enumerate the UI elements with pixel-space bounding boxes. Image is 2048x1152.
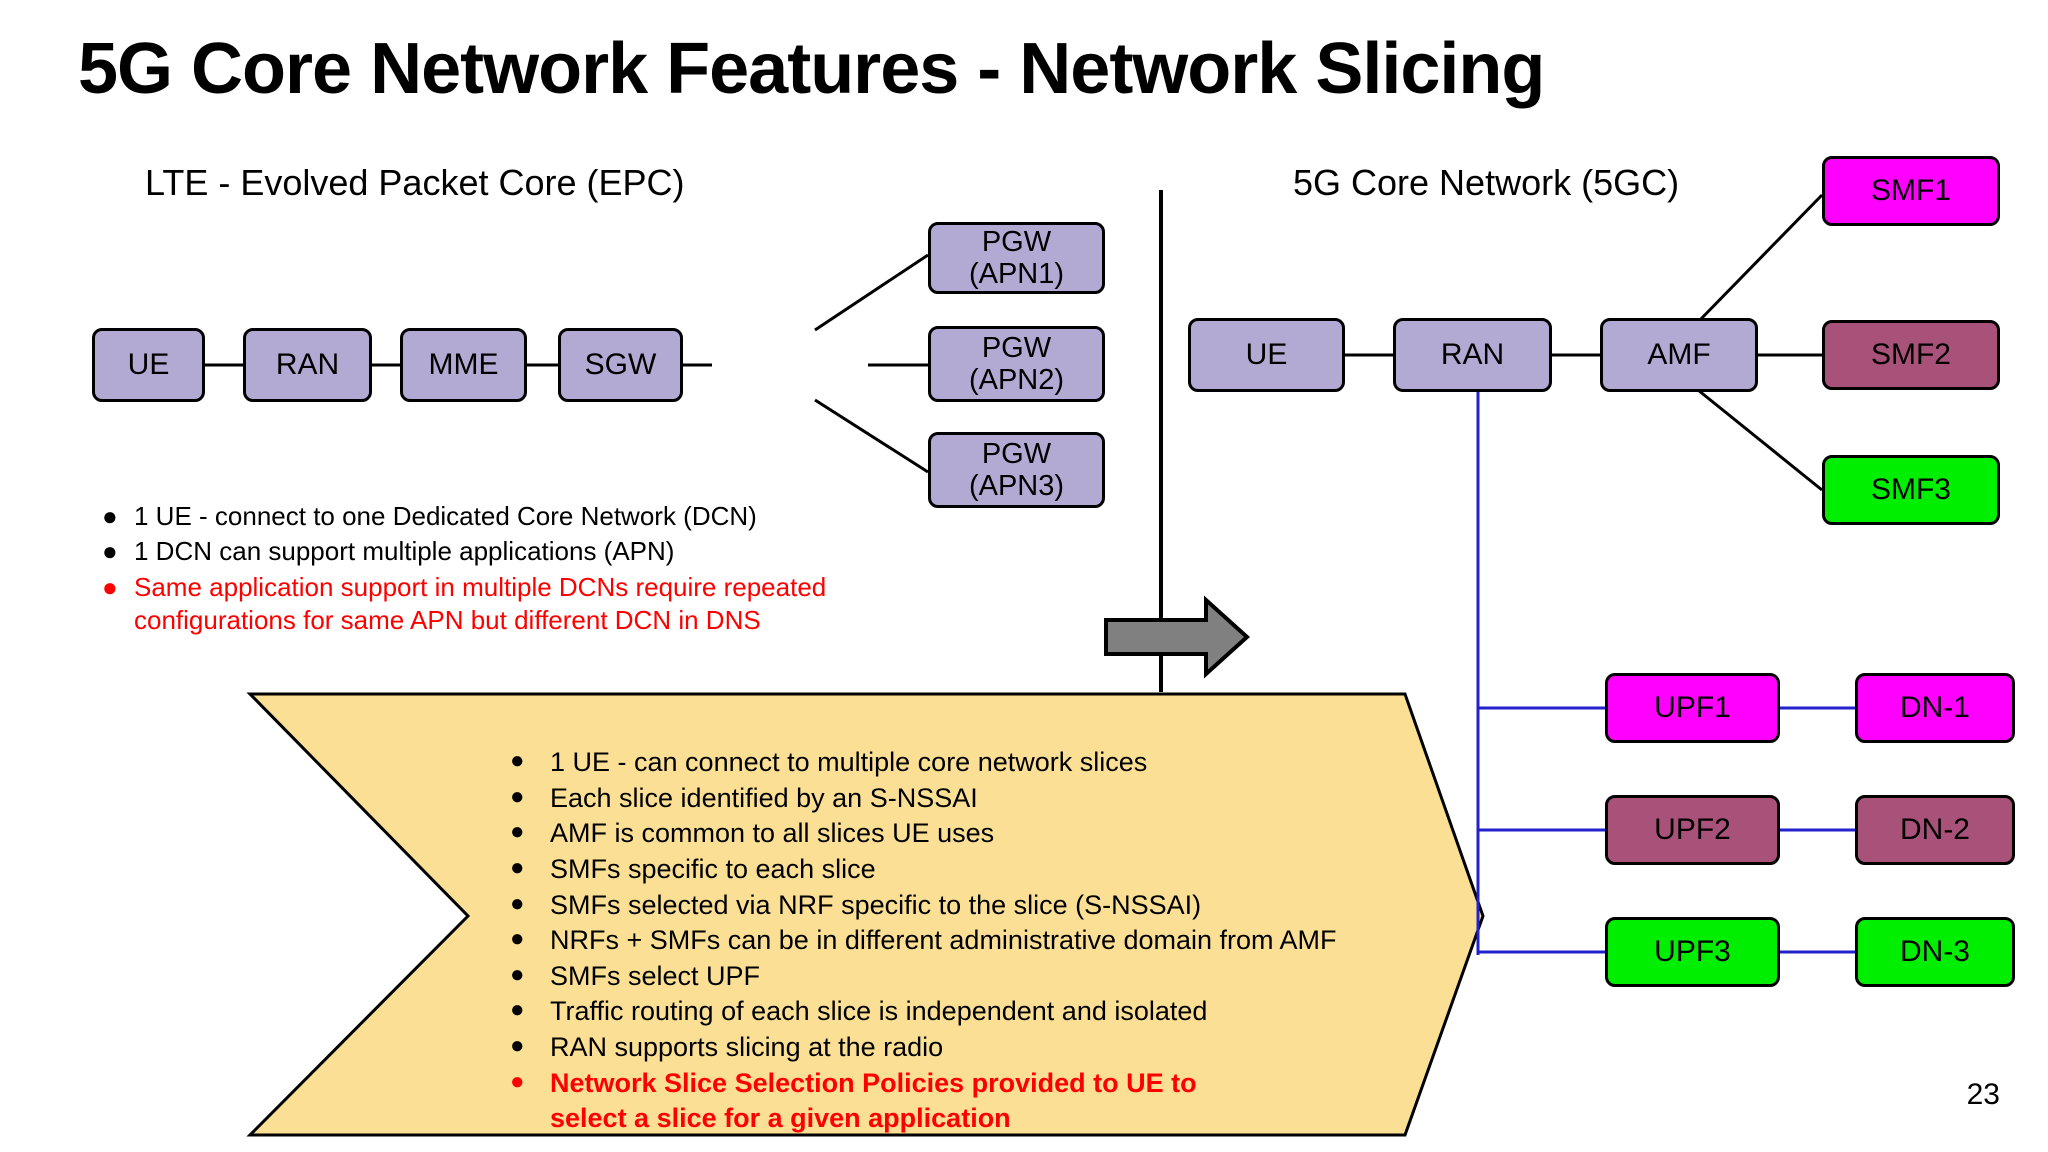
slice-bullet-item: ● SMFs select UPF: [500, 959, 1420, 995]
section-label-5gc: 5G Core Network (5GC): [1293, 162, 1680, 203]
epc-bullet-item: ● 1 DCN can support multiple applications…: [92, 535, 1022, 568]
node-sgw[interactable]: SGW: [558, 328, 683, 402]
slice-bullet-label: 1 UE - can connect to multiple core netw…: [550, 747, 1148, 777]
user-plane-connector-group: [1476, 392, 1855, 955]
epc-bullet-label: 1 DCN can support multiple applications …: [134, 536, 675, 567]
node-smf2[interactable]: SMF2: [1822, 320, 2000, 390]
node-pgw-apn1[interactable]: PGW (APN1): [928, 222, 1105, 294]
slide-title: 5G Core Network Features - Network Slici…: [78, 29, 1545, 109]
slice-bullet-label: NRFs + SMFs can be in different administ…: [550, 925, 1337, 956]
node-smf3[interactable]: SMF3: [1822, 455, 2000, 525]
slice-bullet-item: ● AMF is common to all slices UE uses: [500, 816, 1420, 852]
node-dn-3[interactable]: DN-3: [1855, 917, 2015, 987]
epc-connector-group: [205, 253, 929, 474]
bullet-dot-icon: ●: [510, 960, 525, 988]
node-upf3[interactable]: UPF3: [1605, 917, 1780, 987]
node-amf[interactable]: AMF: [1600, 318, 1758, 392]
slice-bullet-label: SMFs select UPF: [550, 960, 761, 991]
epc-bullet-label: Same application support in multiple DCN…: [134, 571, 827, 635]
transition-arrow: [1104, 595, 1250, 679]
slice-bullet-item: ● SMFs selected via NRF specific to the s…: [500, 888, 1420, 924]
slice-bullet-list: ● 1 UE - can connect to multiple core net…: [500, 745, 1420, 1137]
bullet-dot-icon: ●: [102, 536, 118, 567]
slice-bullet-label: AMF is common to all slices UE uses: [550, 818, 995, 849]
node-ran-5gc[interactable]: RAN: [1393, 318, 1552, 392]
slice-bullet-item: ● SMFs specific to each slice: [500, 852, 1420, 888]
slice-bullet-item: ● RAN supports slicing at the radio: [500, 1030, 1420, 1066]
bullet-dot-icon: ●: [510, 853, 525, 881]
slice-bullet-item: ● Network Slice Selection Policies provid…: [500, 1066, 1420, 1137]
epc-bullet-item: ● 1 UE - connect to one Dedicated Core Ne…: [92, 500, 1022, 533]
bullet-dot-icon: ●: [510, 1032, 525, 1059]
node-upf1[interactable]: UPF1: [1605, 673, 1780, 743]
node-ran-epc[interactable]: RAN: [243, 328, 372, 402]
epc-bullet-label: 1 UE - connect to one Dedicated Core Net…: [134, 501, 757, 531]
slice-bullet-item: ● Traffic routing of each slice is indepe…: [500, 994, 1420, 1030]
epc-bullet-list: ● 1 UE - connect to one Dedicated Core Ne…: [92, 500, 1022, 639]
epc-bullet-item: ● Same application support in multiple DC…: [92, 571, 1022, 638]
slice-bullet-label: SMFs specific to each slice: [550, 853, 876, 884]
bullet-dot-icon: ●: [510, 782, 525, 810]
slice-bullet-item: ● NRFs + SMFs can be in different adminis…: [500, 923, 1420, 959]
node-ue-5gc[interactable]: UE: [1188, 318, 1345, 392]
bullet-dot-icon: ●: [510, 747, 525, 774]
bullet-dot-icon: ●: [510, 818, 525, 846]
slice-bullet-label: Traffic routing of each slice is indepen…: [550, 996, 1208, 1027]
node-upf2[interactable]: UPF2: [1605, 795, 1780, 865]
slice-bullet-label: RAN supports slicing at the radio: [550, 1032, 944, 1062]
bullet-dot-icon: ●: [510, 1067, 525, 1095]
bullet-dot-icon: ●: [510, 889, 525, 917]
slice-bullet-label: SMFs selected via NRF specific to the sl…: [550, 889, 1202, 920]
node-pgw-apn3[interactable]: PGW (APN3): [928, 432, 1105, 508]
bullet-dot-icon: ●: [102, 501, 118, 531]
bullet-dot-icon: ●: [510, 925, 525, 953]
slice-callout-banner: [246, 692, 1485, 1137]
node-pgw-apn2[interactable]: PGW (APN2): [928, 326, 1105, 402]
slice-bullet-item: ● Each slice identified by an S-NSSAI: [500, 781, 1420, 817]
node-smf1[interactable]: SMF1: [1822, 156, 2000, 226]
bullet-dot-icon: ●: [102, 571, 118, 602]
fgc-connector-group: [1345, 193, 1824, 492]
slice-bullet-item: ● 1 UE - can connect to multiple core net…: [500, 745, 1420, 781]
node-ue-epc[interactable]: UE: [92, 328, 205, 402]
page-number: 23: [1966, 1078, 2000, 1111]
node-dn-1[interactable]: DN-1: [1855, 673, 2015, 743]
node-dn-2[interactable]: DN-2: [1855, 795, 2015, 865]
node-mme[interactable]: MME: [400, 328, 527, 402]
slice-bullet-label: Network Slice Selection Policies provide…: [550, 1067, 1197, 1134]
section-label-epc: LTE - Evolved Packet Core (EPC): [145, 162, 685, 203]
slice-bullet-label: Each slice identified by an S-NSSAI: [550, 782, 978, 813]
bullet-dot-icon: ●: [510, 996, 525, 1024]
